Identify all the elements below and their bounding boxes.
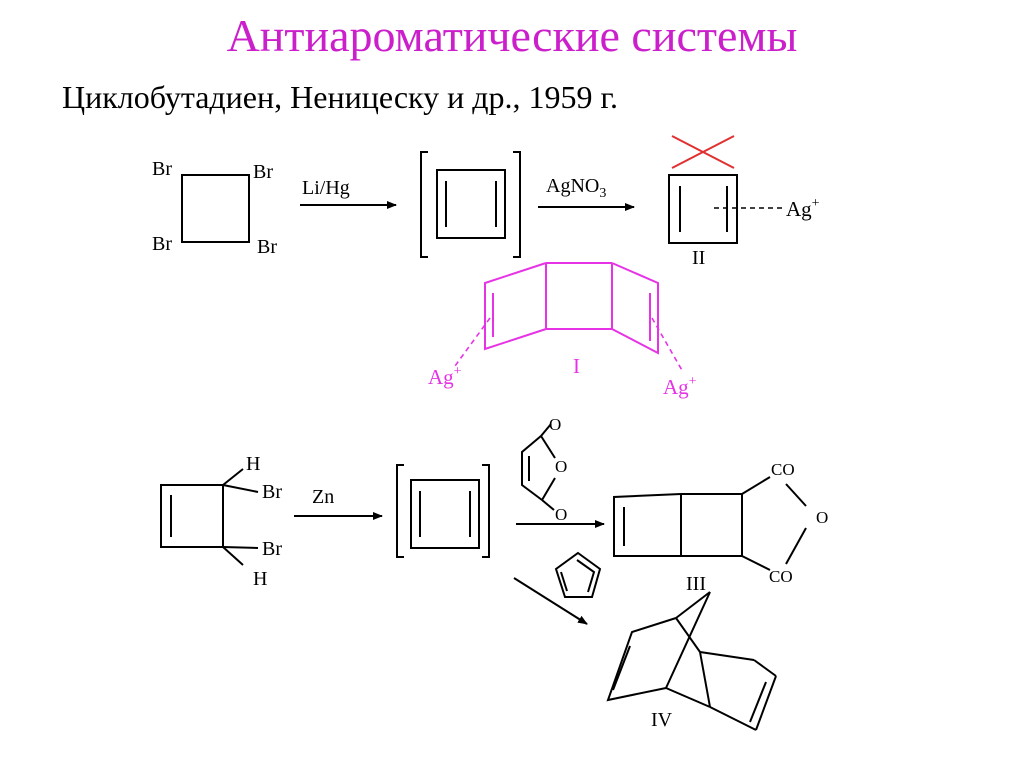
compound-iv-structure: [606, 591, 777, 731]
compound-ii-structure: [668, 174, 738, 244]
maleic-anhydride: [521, 423, 556, 511]
ag-label: Ag+: [428, 364, 462, 389]
reaction-arrow: [513, 577, 588, 625]
o-label: O: [549, 415, 561, 434]
h-label: H: [253, 568, 267, 590]
ag-label: Ag+: [663, 374, 697, 399]
h-label: H: [246, 453, 260, 475]
reagent-label: Li/Hg: [302, 177, 350, 199]
co-label: CO: [771, 460, 795, 479]
br-label: Br: [253, 161, 273, 183]
co-label: CO: [769, 567, 793, 586]
cyclobutadiene-bracketed: [420, 151, 521, 258]
tetrabromocyclobutane: [181, 174, 250, 243]
page-subtitle: Циклобутадиен, Неницеску и др., 1959 г.: [62, 79, 619, 115]
br-label: Br: [152, 158, 172, 180]
compound-iii-structure: [613, 476, 807, 571]
compound-i-label: I: [573, 354, 580, 378]
ag-coordination-bond: [454, 317, 684, 373]
compound-i-structure: [484, 262, 659, 355]
br-label: Br: [152, 233, 172, 255]
cyclobutadiene-bracketed: [396, 464, 490, 558]
br-label: Br: [262, 481, 282, 503]
cyclopentadiene: [554, 551, 602, 598]
compound-iv-label: IV: [651, 709, 673, 731]
br-label: Br: [257, 236, 277, 258]
ag-label: Ag+: [786, 196, 820, 221]
compound-iii-label: III: [686, 573, 706, 595]
compound-ii-label: II: [692, 247, 705, 269]
dibromocyclobutene: [160, 468, 259, 566]
o-label: O: [816, 508, 828, 527]
reagent-label: AgNO3: [546, 175, 606, 201]
reagent-label: Zn: [312, 486, 334, 508]
o-label: O: [555, 505, 567, 524]
page-title: Антиароматические системы: [226, 10, 798, 61]
o-label: O: [555, 457, 567, 476]
forbidden-x: [671, 135, 735, 169]
br-label: Br: [262, 538, 282, 560]
